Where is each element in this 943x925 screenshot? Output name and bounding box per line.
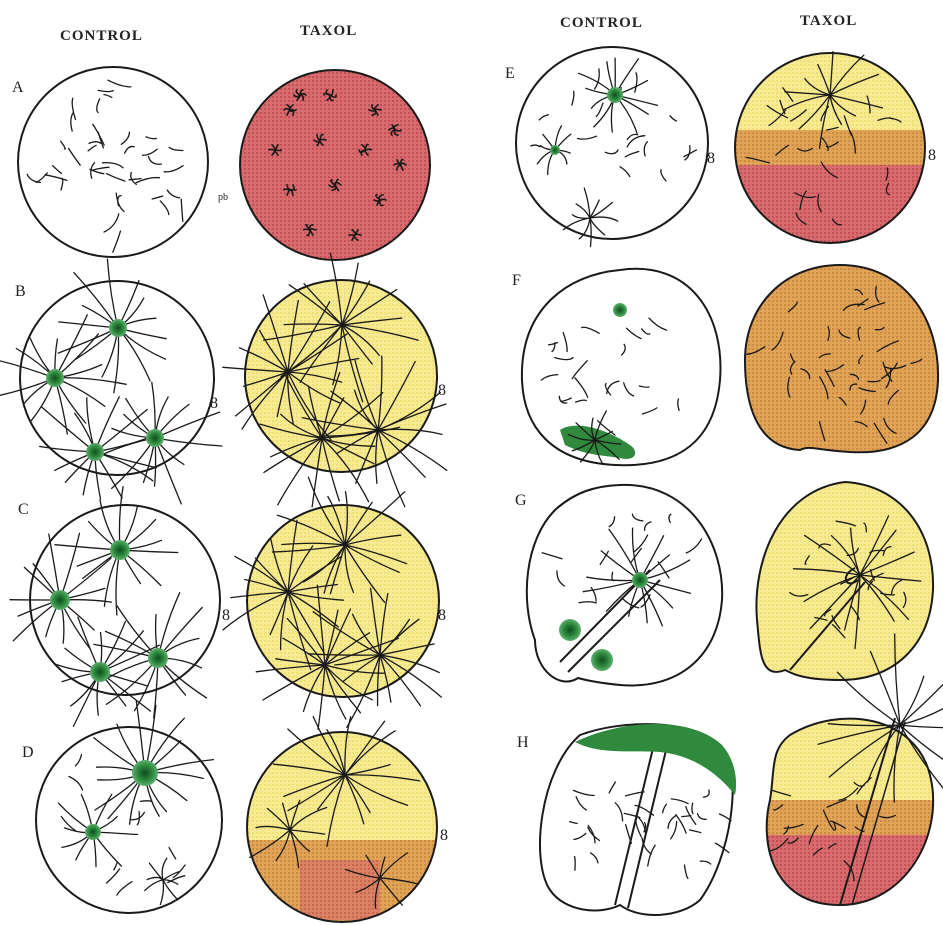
- header-right-control: CONTROL: [560, 15, 643, 31]
- row-label-e: E: [505, 65, 515, 82]
- centrosome: [50, 590, 70, 610]
- cell-g-control: [527, 485, 722, 686]
- row-label-h: H: [517, 734, 529, 751]
- marker-c-control: 8: [222, 607, 230, 624]
- centrosome: [85, 824, 101, 840]
- centrosome: [632, 572, 648, 588]
- microtubule: [269, 149, 275, 150]
- microtubule: [320, 139, 326, 140]
- centrosome: [86, 443, 104, 461]
- marker-d-taxol: 8: [440, 827, 448, 844]
- header-left-taxol: TAXOL: [300, 23, 357, 39]
- centrosome: [607, 87, 623, 103]
- microtubule: [900, 676, 924, 725]
- microtubule: [140, 801, 151, 802]
- marker-e-taxol: 8: [928, 147, 936, 164]
- header-left-control: CONTROL: [60, 28, 143, 44]
- microtubule: [900, 699, 943, 725]
- row-label-f: F: [512, 272, 521, 289]
- centrosome: [146, 429, 164, 447]
- header-right-taxol: TAXOL: [800, 13, 857, 29]
- microtubule: [575, 857, 576, 871]
- cell-a-control: [18, 67, 208, 257]
- marker-b-taxol: 8: [438, 382, 446, 399]
- row-label-a: A: [12, 79, 24, 96]
- annotation-pb: pb: [218, 192, 228, 203]
- centrosome: [110, 540, 130, 560]
- centrosome: [109, 319, 127, 337]
- centrosome: [559, 619, 581, 641]
- centrosome: [90, 662, 110, 682]
- centrosome: [550, 145, 560, 155]
- row-label-g: G: [515, 492, 527, 509]
- row-label-c: C: [18, 501, 29, 518]
- microtubule: [900, 725, 943, 728]
- centrosome: [613, 303, 627, 317]
- cell-f-control: [522, 269, 721, 465]
- cell-f-taxol: [745, 265, 938, 452]
- microtubule: [380, 199, 386, 200]
- centrosome: [46, 369, 64, 387]
- centrosome: [591, 649, 613, 671]
- centrosome: [132, 760, 158, 786]
- microtubule: [395, 130, 401, 131]
- cell-e-control: [516, 47, 708, 239]
- cell-e-taxol: [730, 53, 930, 255]
- cell-a-taxol: [240, 70, 430, 260]
- centrosome: [148, 648, 168, 668]
- row-label-d: D: [22, 744, 34, 761]
- row-label-b: B: [15, 283, 26, 300]
